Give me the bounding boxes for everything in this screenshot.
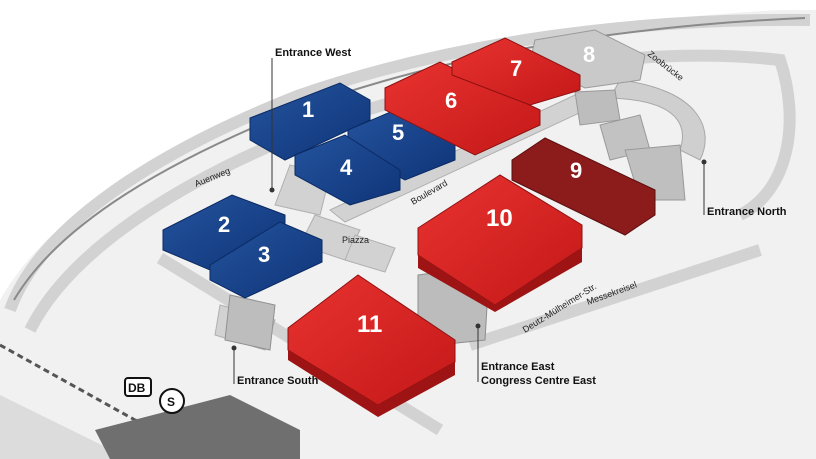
entrance-north-label: Entrance North <box>707 206 787 218</box>
hall-1[interactable]: 1 <box>249 82 371 161</box>
hall-3-label: 3 <box>258 242 270 267</box>
hall-4-label: 4 <box>340 155 353 180</box>
hall-10[interactable]: 10 <box>417 174 583 312</box>
db-badge-text: DB <box>128 381 146 395</box>
hall-11[interactable]: 11 <box>287 274 456 417</box>
hall-6-label: 6 <box>445 88 457 113</box>
db-badge: DB <box>124 377 152 397</box>
hall-10-label: 10 <box>486 205 513 232</box>
hall-5-label: 5 <box>392 120 404 145</box>
hall-9[interactable]: 9 <box>511 137 656 236</box>
hall-7[interactable]: 7 <box>451 37 581 106</box>
entrance-east[interactable]: Entrance East Congress Centre East <box>475 323 597 388</box>
s-bahn-text: S <box>167 395 175 409</box>
hall-1-label: 1 <box>302 97 314 122</box>
hall-7-label: 7 <box>510 56 522 81</box>
entrance-west[interactable]: Entrance West <box>269 47 352 193</box>
hall-2-label: 2 <box>218 212 230 237</box>
hall-9-label: 9 <box>570 158 582 183</box>
hall-8-label: 8 <box>583 42 595 67</box>
entrance-west-label: Entrance West <box>275 47 352 59</box>
road-piazza: Piazza <box>342 235 369 245</box>
entrance-east-label: Entrance East <box>481 361 555 373</box>
hall-6[interactable]: 6 <box>384 61 541 156</box>
zoobruecke-ramp <box>609 79 706 161</box>
hall-11-label: 11 <box>357 311 382 338</box>
entrance-south[interactable]: Entrance South <box>231 345 319 388</box>
hall-3[interactable]: 3 <box>209 221 323 299</box>
s-bahn-icon: S <box>159 388 185 414</box>
entrance-north[interactable]: Entrance North <box>701 159 787 219</box>
entrance-south-label: Entrance South <box>237 375 319 387</box>
hall-4[interactable]: 4 <box>294 134 401 206</box>
hall-8[interactable]: 8 <box>583 42 595 67</box>
station-building <box>95 395 300 459</box>
congress-centre-east-label: Congress Centre East <box>481 375 596 387</box>
